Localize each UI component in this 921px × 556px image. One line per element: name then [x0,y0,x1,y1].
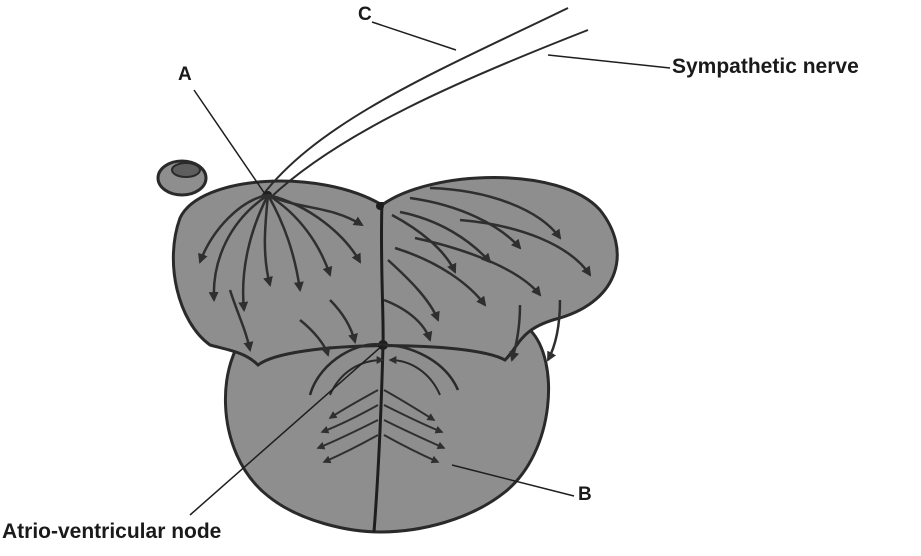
label-sympathetic-nerve: Sympathetic nerve [672,55,859,79]
leader-c [372,22,456,50]
label-a: A [178,64,192,86]
label-av-node: Atrio-ventricular node [2,520,221,544]
leader-sympathetic [548,55,670,68]
label-b: B [578,484,592,506]
atria [173,178,617,366]
sympathetic-nerve [270,30,588,198]
label-c: C [358,4,372,26]
